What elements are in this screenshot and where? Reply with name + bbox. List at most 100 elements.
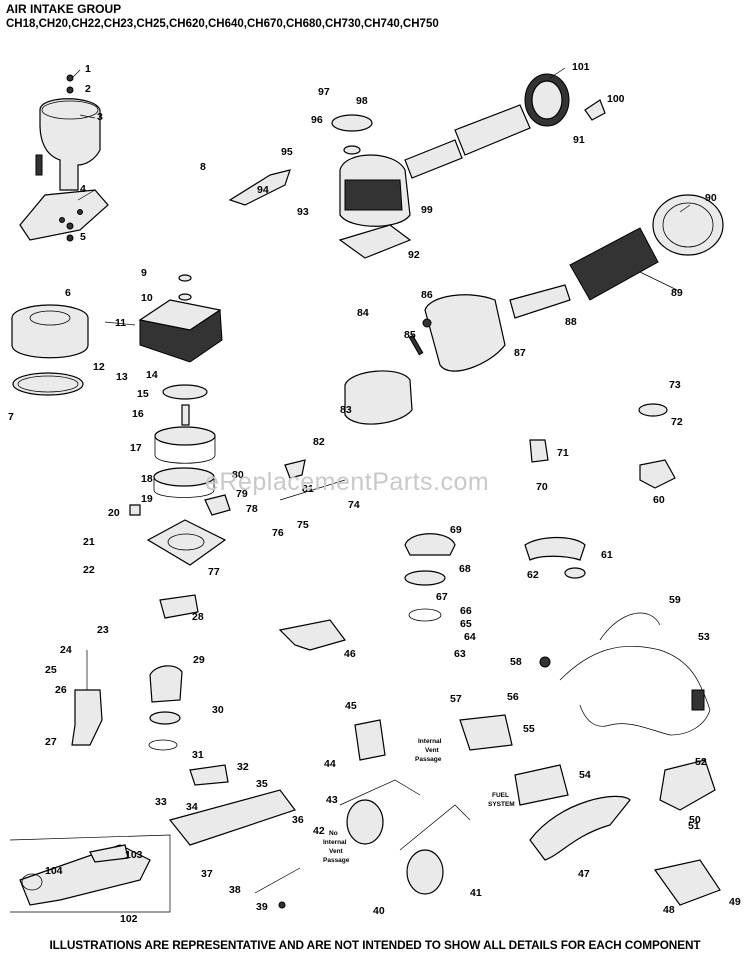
callout-2: 2: [85, 83, 91, 95]
callout-68: 68: [459, 563, 471, 575]
callout-38: 38: [229, 884, 241, 896]
callout-47: 47: [578, 868, 590, 880]
round-air-cleaner: [11, 304, 89, 396]
callout-16: 16: [132, 408, 144, 420]
callout-22: 22: [83, 564, 95, 576]
callout-49: 49: [729, 896, 741, 908]
callout-46: 46: [344, 648, 356, 660]
callout-30: 30: [212, 704, 224, 716]
callout-76: 76: [272, 527, 284, 539]
callout-11: 11: [115, 317, 126, 329]
callout-10: 10: [141, 292, 153, 304]
header: AIR INTAKE GROUP CH18,CH20,CH22,CH23,CH2…: [6, 2, 439, 32]
note-fuel-1: FUEL: [492, 792, 509, 799]
note-internal-vent-1: Internal: [418, 738, 442, 745]
callout-14: 14: [146, 369, 158, 381]
callout-3: 3: [97, 111, 103, 123]
callout-78: 78: [246, 503, 258, 515]
callout-81: 81: [302, 483, 314, 495]
callout-74: 74: [348, 499, 360, 511]
note-internal-vent-3: Passage: [415, 756, 442, 763]
callout-87: 87: [514, 347, 526, 359]
callout-75: 75: [297, 519, 309, 531]
callout-80: 80: [232, 469, 244, 481]
callout-31: 31: [192, 749, 204, 761]
callout-91: 91: [573, 134, 585, 146]
callout-24: 24: [60, 644, 72, 656]
callout-18: 18: [141, 473, 153, 485]
callout-5: 5: [80, 231, 86, 243]
callout-79: 79: [236, 488, 248, 500]
callout-92: 92: [408, 249, 420, 261]
callout-4: 4: [80, 183, 86, 195]
callout-12: 12: [93, 361, 105, 373]
callout-6: 6: [65, 287, 71, 299]
callout-39: 39: [256, 901, 268, 913]
callout-59: 59: [669, 594, 681, 606]
callout-77: 77: [208, 566, 220, 578]
callout-82: 82: [313, 436, 325, 448]
callout-60: 60: [653, 494, 665, 506]
callout-50: 50: [689, 814, 701, 826]
callout-58: 58: [510, 656, 522, 668]
callout-84: 84: [357, 307, 369, 319]
callout-98: 98: [356, 95, 368, 107]
wiring-harness: [539, 612, 711, 736]
callout-54: 54: [579, 769, 591, 781]
callout-97: 97: [318, 86, 330, 98]
callout-100: 100: [607, 93, 625, 105]
callout-8: 8: [200, 161, 206, 173]
callout-66: 66: [460, 605, 472, 617]
middle-small-parts: [129, 403, 676, 651]
note-internal-vent-2: Vent: [425, 747, 440, 754]
callout-9: 9: [141, 267, 147, 279]
callout-67: 67: [436, 591, 448, 603]
page-title: AIR INTAKE GROUP: [6, 2, 122, 16]
callout-104: 104: [45, 865, 63, 877]
footer-disclaimer: ILLUSTRATIONS ARE REPRESENTATIVE AND ARE…: [49, 938, 701, 952]
callout-52: 52: [695, 756, 707, 768]
callout-86: 86: [421, 289, 433, 301]
callout-103: 103: [125, 849, 143, 861]
callout-83: 83: [340, 404, 352, 416]
callout-62: 62: [527, 569, 539, 581]
callout-41: 41: [470, 887, 482, 899]
callout-85: 85: [404, 329, 416, 341]
note-no-internal-1: No: [329, 830, 338, 837]
callout-57: 57: [450, 693, 462, 705]
note-fuel-2: SYSTEM: [488, 801, 515, 808]
callout-43: 43: [326, 794, 338, 806]
callout-70: 70: [536, 481, 548, 493]
callout-90: 90: [705, 192, 717, 204]
callout-88: 88: [565, 316, 577, 328]
callout-55: 55: [523, 723, 535, 735]
long-air-cleaner-assembly: [344, 194, 724, 425]
callout-63: 63: [454, 648, 466, 660]
callout-101: 101: [572, 61, 590, 73]
callout-94: 94: [257, 184, 269, 196]
callout-17: 17: [130, 442, 142, 454]
callout-34: 34: [186, 801, 198, 813]
callout-56: 56: [507, 691, 519, 703]
callout-15: 15: [137, 388, 149, 400]
callout-13: 13: [116, 371, 128, 383]
callout-36: 36: [292, 814, 304, 826]
callout-44: 44: [324, 758, 336, 770]
callout-32: 32: [237, 761, 249, 773]
model-list: CH18,CH20,CH22,CH23,CH25,CH620,CH640,CH6…: [6, 18, 439, 30]
note-no-internal-4: Passage: [323, 857, 350, 864]
callout-28: 28: [192, 611, 204, 623]
callout-29: 29: [193, 654, 205, 666]
callout-53: 53: [698, 631, 710, 643]
callout-95: 95: [281, 146, 293, 158]
callout-37: 37: [201, 868, 213, 880]
callout-35: 35: [256, 778, 268, 790]
callout-61: 61: [601, 549, 613, 561]
callout-20: 20: [108, 507, 120, 519]
note-no-internal-3: Vent: [329, 848, 344, 855]
callout-26: 26: [55, 684, 67, 696]
callout-65: 65: [460, 618, 472, 630]
callout-93: 93: [297, 206, 309, 218]
callout-69: 69: [450, 524, 462, 536]
